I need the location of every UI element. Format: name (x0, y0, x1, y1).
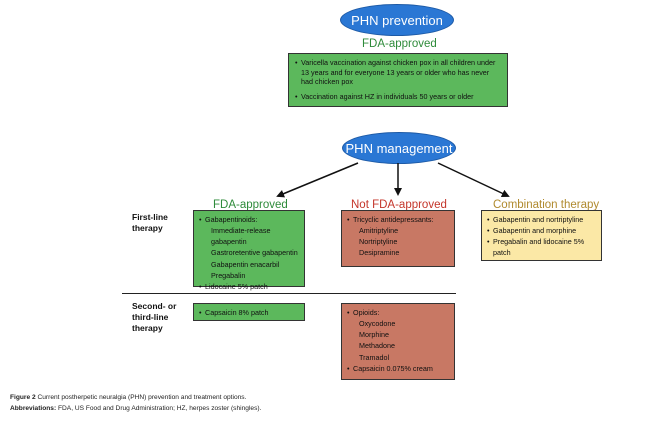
phn-prevention-node: PHN prevention (340, 4, 454, 36)
list-item: Capsaicin 8% patch (199, 307, 299, 318)
phn-management-node: PHN management (342, 132, 456, 164)
tca-item: Tricyclic antidepressants: Amitriptyline… (347, 214, 449, 259)
figure-text: Current postherpetic neuralgia (PHN) pre… (37, 394, 247, 401)
sub-item: Methadone (359, 341, 395, 351)
sub-item: Tramadol (359, 352, 390, 362)
first-line-label: First-line therapy (132, 212, 192, 234)
list-item: Gabapentin and morphine (487, 225, 596, 236)
gabapentinoids-label: Gabapentinoids: (205, 215, 258, 224)
prevention-item: Varicella vaccination against chicken po… (295, 58, 501, 87)
gabapentinoids-item: Gabapentinoids: Immediate-release gabape… (199, 214, 299, 281)
second-line-label-text: Second- or third-line therapy (132, 301, 177, 334)
sub-item: Gastroretentive gabapentin (211, 248, 298, 258)
prevention-fda-heading: FDA-approved (362, 38, 437, 50)
sub-item: Desipramine (359, 248, 400, 258)
arrow-to-combination (437, 162, 510, 198)
list-item: Pregabalin and lidocaine 5% patch (487, 236, 596, 258)
opioids-item: Opioids: Oxycodone Morphine Methadone Tr… (347, 307, 449, 363)
first-line-fda-box: Gabapentinoids: Immediate-release gabape… (193, 210, 305, 292)
not-fda-approved-heading: Not FDA-approved (351, 199, 447, 211)
list-item: Lidocaine 5% patch (199, 281, 299, 292)
list-item: Capsaicin 0.075% cream (347, 363, 449, 374)
sub-item: Oxycodone (359, 319, 396, 329)
second-line-label: Second- or third-line therapy (132, 301, 192, 334)
sub-item: Morphine (359, 330, 389, 340)
sub-item: Nortriptyline (359, 237, 398, 247)
phn-management-title: PHN management (345, 140, 453, 156)
combination-box: Gabapentin and nortriptyline Gabapentin … (481, 210, 602, 261)
sub-item: Amitriptyline (359, 226, 399, 236)
arrow-to-fda (276, 162, 359, 198)
first-line-label-text: First-line therapy (132, 212, 168, 234)
prevention-item: Vaccination against HZ in individuals 50… (295, 91, 501, 102)
sub-item: Pregabalin (211, 270, 246, 280)
row-divider (122, 293, 456, 294)
fda-approved-heading: FDA-approved (213, 199, 288, 211)
second-line-fda-box: Capsaicin 8% patch (193, 303, 305, 321)
second-line-not-fda-box: Opioids: Oxycodone Morphine Methadone Tr… (341, 303, 455, 380)
sub-item: Gabapentin enacarbil (211, 259, 280, 269)
abbreviations-text: FDA, US Food and Drug Administration; HZ… (58, 405, 262, 412)
sub-item: Immediate-release gabapentin (211, 226, 271, 247)
figure-caption: Figure 2 Current postherpetic neuralgia … (10, 394, 246, 401)
opioids-label: Opioids: (353, 308, 380, 317)
first-line-not-fda-box: Tricyclic antidepressants: Amitriptyline… (341, 210, 455, 267)
phn-prevention-title: PHN prevention (351, 12, 443, 28)
figure-label: Figure 2 (10, 394, 36, 401)
combination-therapy-heading: Combination therapy (493, 199, 600, 211)
abbreviations-label: Abbreviations: (10, 405, 57, 412)
abbreviations-caption: Abbreviations: FDA, US Food and Drug Adm… (10, 405, 261, 412)
prevention-box: Varicella vaccination against chicken po… (288, 53, 508, 107)
list-item: Gabapentin and nortriptyline (487, 214, 596, 225)
tca-label: Tricyclic antidepressants: (353, 215, 434, 224)
